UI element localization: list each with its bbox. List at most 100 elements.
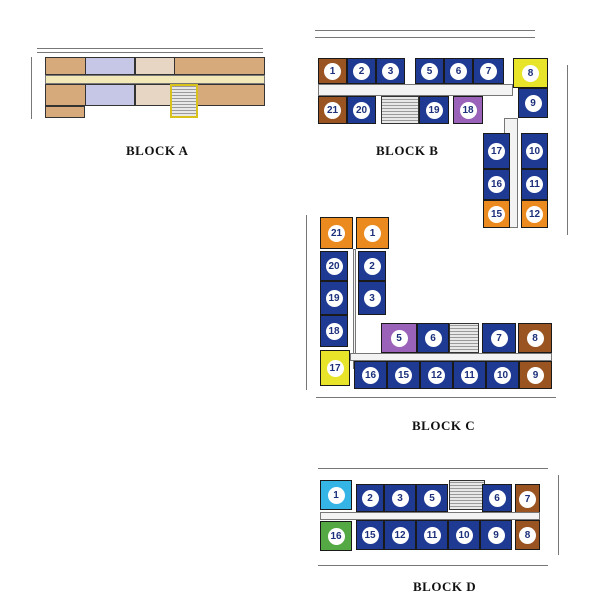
unit-b-17: 17 [483,133,510,169]
block-d-plan: 1 2 3 5 6 7 16 15 12 11 10 9 8 [312,465,562,580]
unit-b-9: 9 [518,88,548,118]
unit-c-2: 2 [358,251,386,281]
unit-number-badge: 6 [450,62,467,80]
block-c-corridor-vertical [353,249,356,369]
unit-c-16: 16 [354,361,387,389]
block-c-core [449,323,479,353]
dimension-line [315,30,535,31]
block-a-corridor [45,75,265,84]
unit-d-10: 10 [448,520,480,550]
unit-c-5: 5 [381,323,417,353]
unit-d-2: 2 [356,484,384,512]
unit-number-badge: 3 [382,62,399,80]
block-c-corridor-horizontal [350,353,552,361]
unit-c-20: 20 [320,251,348,281]
unit-d-7: 7 [515,484,540,514]
block-d-corridor [320,512,540,520]
unit-number-badge: 9 [527,366,544,384]
block-a-light-units [135,57,175,75]
unit-number-badge: 11 [461,366,478,384]
unit-number-badge: 16 [327,527,345,545]
dimension-line [306,215,307,390]
unit-b-16: 16 [483,169,510,200]
unit-d-8: 8 [515,520,540,550]
dimension-line [316,397,556,398]
block-a-light-units [135,84,175,106]
unit-number-badge: 19 [325,289,343,307]
unit-number-badge: 12 [526,205,543,223]
unit-number-badge: 10 [526,142,543,160]
unit-b-7: 7 [473,58,504,84]
unit-number-badge: 2 [363,257,381,275]
unit-c-7: 7 [482,323,516,353]
unit-number-badge: 17 [488,142,505,160]
unit-number-badge: 10 [494,366,511,384]
dimension-line [31,57,32,119]
unit-number-badge: 6 [424,329,442,347]
unit-number-badge: 9 [524,94,542,112]
unit-number-badge: 2 [361,489,379,507]
unit-number-badge: 20 [353,101,370,119]
unit-c-10: 10 [486,361,519,389]
dimension-line [37,52,263,53]
unit-number-badge: 11 [526,176,543,193]
unit-number-badge: 18 [459,101,477,119]
unit-number-badge: 7 [490,329,508,347]
unit-d-16: 16 [320,521,352,551]
unit-number-badge: 5 [421,62,438,80]
unit-b-12: 12 [521,200,548,228]
unit-c-8: 8 [518,323,552,353]
unit-number-badge: 16 [488,176,505,193]
unit-b-2: 2 [347,58,376,84]
block-c-label: BLOCK C [412,418,476,433]
block-d-core [449,480,485,510]
unit-number-badge: 10 [455,526,473,544]
block-b-label: BLOCK B [376,143,439,158]
unit-number-badge: 7 [480,62,497,80]
unit-number-badge: 3 [391,489,409,507]
unit-b-5: 5 [415,58,444,84]
unit-b-21: 21 [318,96,347,124]
dimension-line [315,37,535,38]
unit-number-badge: 8 [519,526,536,544]
dimension-line [318,468,548,469]
dimension-line [318,565,548,566]
unit-d-6: 6 [482,484,512,512]
unit-d-12: 12 [384,520,416,550]
unit-number-badge: 19 [425,101,443,119]
unit-number-badge: 11 [423,526,441,544]
unit-d-9: 9 [480,520,512,550]
unit-b-18: 18 [453,96,483,124]
unit-number-badge: 12 [428,366,445,384]
unit-d-3: 3 [384,484,416,512]
dimension-line [567,65,568,235]
unit-b-3: 3 [376,58,405,84]
unit-d-1: 1 [320,480,352,510]
unit-c-6: 6 [417,323,449,353]
unit-b-10: 10 [521,133,548,169]
block-a-plan [25,45,273,135]
block-c-plan: 21 1 20 19 18 17 2 3 5 6 7 8 16 15 12 11… [298,205,560,415]
unit-number-badge: 8 [522,64,539,82]
block-a-label: BLOCK A [126,143,189,158]
unit-c-11: 11 [453,361,486,389]
unit-number-badge: 5 [390,329,408,347]
block-a-lavender-units [85,84,135,106]
unit-c-9: 9 [519,361,552,389]
unit-b-8: 8 [513,58,548,88]
unit-d-5: 5 [416,484,448,512]
block-b-core [381,96,419,124]
unit-c-15: 15 [387,361,420,389]
unit-b-15: 15 [483,200,510,228]
block-b-plan: 1 2 3 5 6 7 8 21 20 19 18 9 17 16 15 10 … [305,25,585,247]
unit-c-12: 12 [420,361,453,389]
unit-number-badge: 20 [325,257,343,275]
dimension-line [37,48,263,49]
unit-number-badge: 21 [324,101,341,119]
unit-number-badge: 18 [325,322,343,340]
unit-number-badge: 12 [391,526,409,544]
unit-c-17: 17 [320,350,350,386]
dimension-line [558,475,559,555]
unit-number-badge: 1 [327,486,345,504]
unit-c-21: 21 [320,217,353,249]
